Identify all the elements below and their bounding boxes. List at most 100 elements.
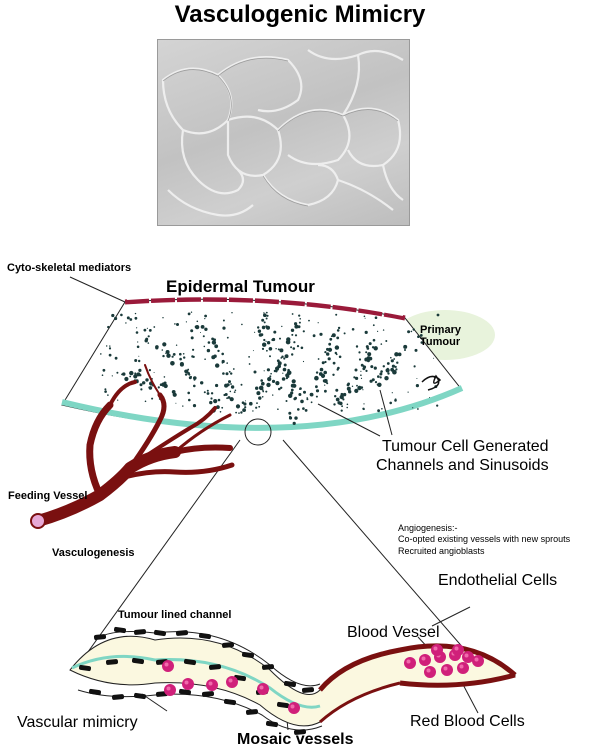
tumour-speck	[101, 374, 104, 377]
tumour-speck	[165, 352, 167, 354]
tumour-speck	[438, 333, 441, 335]
tumour-speck	[276, 366, 279, 369]
tumour-speck	[291, 313, 294, 315]
tumour-speck	[146, 327, 148, 329]
tumour-speck	[213, 399, 218, 404]
tumour-speck	[187, 368, 190, 371]
tumour-speck	[360, 386, 364, 389]
tumour-speck	[148, 386, 153, 390]
tumour-speck	[263, 321, 266, 324]
tumour-speck	[256, 391, 261, 396]
tumour-speck	[215, 383, 219, 388]
tumour-speck	[244, 406, 247, 409]
label-vasculogenesis: Vasculogenesis	[52, 547, 135, 559]
tumour-speck	[234, 389, 237, 392]
tumour-speck	[182, 353, 185, 355]
tumour-speck	[249, 401, 253, 406]
tumour-speck	[194, 325, 198, 329]
tumour-speck	[192, 348, 195, 351]
label-tumour-channels: Tumour Cell Generated Channels and Sinus…	[376, 438, 549, 475]
tumour-speck	[315, 371, 319, 374]
tumour-speck	[140, 388, 143, 391]
tumour-speck	[372, 324, 375, 327]
tumour-speck	[373, 346, 378, 351]
tumour-speck	[395, 368, 398, 371]
tumour-speck	[138, 355, 140, 357]
tumour-speck	[221, 361, 224, 364]
label-feeding-vessel: Feeding Vessel	[8, 490, 88, 502]
wall-cell	[221, 642, 235, 648]
tumour-speck	[294, 416, 298, 420]
tumour-speck	[298, 314, 301, 317]
tumour-speck	[217, 398, 221, 402]
tumour-speck	[308, 319, 310, 322]
wall-cell	[293, 729, 307, 735]
tumour-speck	[171, 355, 174, 358]
feeding-vessel-opening	[30, 513, 46, 529]
tumour-speck	[292, 421, 296, 425]
tumour-speck	[369, 379, 373, 383]
wall-cell	[208, 664, 222, 670]
tumour-speck	[203, 345, 206, 348]
tumour-speck	[340, 409, 343, 412]
tumour-speck	[282, 367, 287, 372]
tumour-speck	[428, 326, 431, 329]
label-angiogenesis: Angiogenesis:- Co-opted existing vessels…	[398, 523, 571, 556]
tumour-speck	[390, 367, 395, 372]
cytoskeletal-layer-inner	[126, 295, 404, 316]
tumour-membrane	[61, 385, 464, 431]
red-blood-cell	[257, 683, 269, 695]
tumour-speck	[230, 385, 235, 389]
red-blood-cell-highlight	[208, 681, 213, 686]
tumour-speck	[429, 397, 431, 398]
tumour-speck	[365, 369, 368, 372]
tumour-speck	[179, 362, 184, 366]
tumour-speck	[296, 345, 300, 348]
tumour-speck	[337, 326, 341, 330]
wall-cell	[265, 720, 279, 728]
tumour-speck	[256, 402, 258, 404]
tumour-speck	[241, 323, 243, 326]
tumour-speck	[211, 340, 217, 345]
tumour-speck	[346, 383, 350, 387]
tumour-speck	[252, 410, 254, 412]
tumour-speck	[255, 386, 259, 390]
tumour-speck	[279, 348, 284, 353]
tumour-speck	[351, 385, 354, 387]
label-cyto-skeletal: Cyto-skeletal mediators	[7, 262, 132, 274]
wall-cell	[301, 687, 315, 693]
tumour-speck	[365, 351, 368, 354]
tumour-speck	[275, 348, 277, 350]
label-epidermal-tumour: Epidermal Tumour	[166, 277, 315, 296]
wall-cell	[201, 691, 215, 697]
tumour-speck	[148, 329, 152, 332]
wall-cell	[175, 630, 189, 636]
wall-cell	[198, 632, 212, 640]
tumour-speck	[214, 344, 219, 349]
tumour-speck	[226, 362, 228, 364]
wall-cell	[283, 680, 297, 688]
tumour-speck	[315, 385, 318, 389]
tumour-speck	[153, 326, 156, 328]
tumour-speck	[292, 347, 296, 350]
tumour-speck	[111, 375, 113, 377]
blood-vessel-top-wall	[318, 643, 517, 692]
tumour-speck	[385, 340, 388, 342]
tumour-speck	[364, 317, 366, 319]
tumour-speck	[324, 389, 327, 393]
tumour-speck	[135, 331, 139, 334]
tumour-speck	[360, 374, 362, 377]
tumour-speck	[192, 404, 197, 408]
tumour-speck	[174, 323, 176, 325]
wall-cell	[131, 657, 145, 665]
tumour-speck	[390, 356, 392, 359]
tumour-speck	[407, 391, 409, 393]
tumour-speck	[248, 356, 251, 358]
channel-pointer-2	[379, 389, 393, 436]
tumour-speck	[277, 361, 282, 366]
red-blood-cell	[441, 664, 453, 676]
channel-membrane-top	[71, 654, 321, 709]
red-blood-cell-highlight	[228, 678, 233, 683]
tumour-speck	[396, 361, 399, 364]
tumour-speck	[281, 325, 283, 328]
